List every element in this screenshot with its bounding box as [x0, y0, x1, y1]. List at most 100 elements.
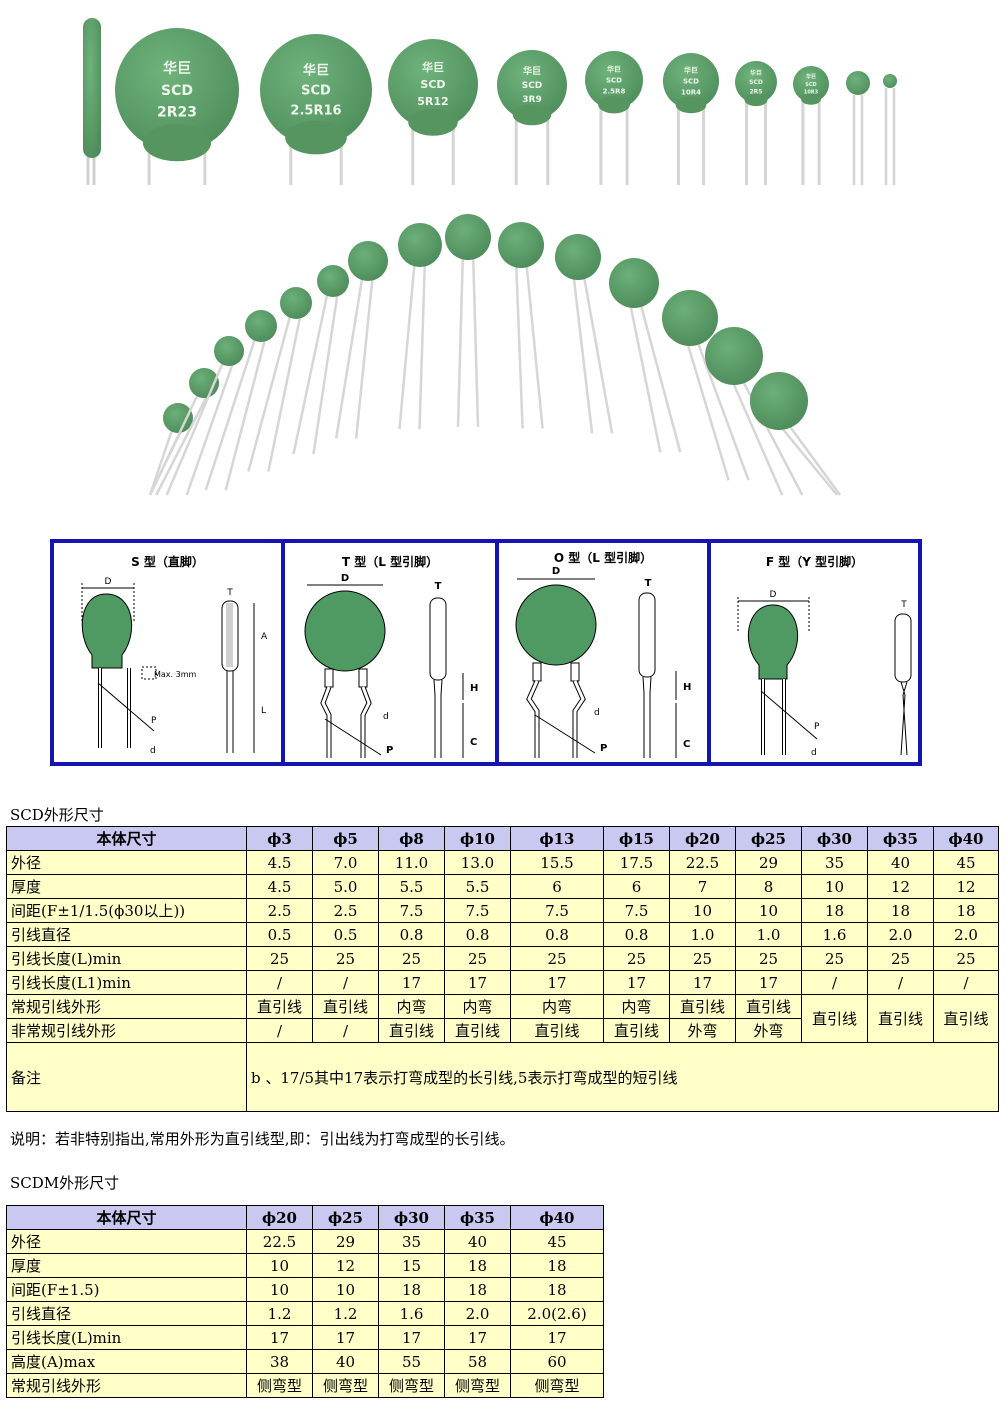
table-cell: 25: [444, 946, 511, 971]
table-cell: 直引线: [378, 1018, 445, 1043]
thermistor-marking: 华巨: [163, 60, 191, 77]
table-cell: 35: [801, 850, 868, 875]
thermistor-photo: [165, 336, 244, 496]
thermistor-marking: 2.5R8: [603, 87, 626, 95]
table-cell: 17: [669, 970, 736, 995]
thermistor-photo: [609, 258, 682, 453]
table-cell: 0.8: [378, 922, 445, 947]
header-cell: ϕ20: [669, 826, 736, 851]
table-cell: 17: [444, 970, 511, 995]
row-label: 外径: [6, 1229, 247, 1254]
table-cell: 10: [312, 1277, 379, 1302]
table-cell: 58: [444, 1349, 511, 1374]
table-cell: 侧弯型: [246, 1373, 313, 1398]
thermistor-photo: [204, 310, 277, 491]
table-cell: 7: [669, 874, 736, 899]
row-label: 非常规引线外形: [6, 1018, 247, 1043]
header-cell: 本体尺寸: [6, 826, 247, 851]
remark-text: b 、17/5其中17表示打弯成型的长引线,5表示打弯成型的短引线: [246, 1042, 999, 1112]
table-cell: 7.5: [378, 898, 445, 923]
thermistor-marking: SCD: [522, 81, 543, 91]
table-cell: 29: [735, 850, 802, 875]
table-cell: 10: [801, 874, 868, 899]
table-cell: 10: [669, 898, 736, 923]
thermistor-marking: 2.5R16: [290, 104, 341, 119]
label-P: P: [386, 745, 393, 756]
diagram-o-type: O 型（L 型引脚） D d P T H C: [499, 543, 707, 762]
thermistor-photo: [705, 327, 804, 496]
table-cell: 15.5: [510, 850, 604, 875]
table-cell: 15: [378, 1253, 445, 1278]
header-cell: ϕ25: [312, 1205, 379, 1230]
thermistor-marking: SCD: [606, 76, 622, 84]
row-label: 高度(A)max: [6, 1349, 247, 1374]
table-cell: 7.5: [510, 898, 604, 923]
table-cell: 11.0: [378, 850, 445, 875]
table-cell: /: [312, 970, 379, 995]
header-cell: ϕ3: [246, 826, 313, 851]
table-cell: /: [801, 970, 868, 995]
label-L: L: [261, 706, 266, 716]
header-cell: ϕ8: [378, 826, 445, 851]
table-cell: 2.0(2.6): [510, 1301, 604, 1326]
table-cell: 内弯: [444, 994, 511, 1019]
table-cell: 侧弯型: [312, 1373, 379, 1398]
label-D: D: [105, 577, 112, 587]
row-label: 引线直径: [6, 1301, 247, 1326]
scdm-section-title: SCDM外形尺寸: [10, 1174, 120, 1192]
table-cell: 10: [246, 1277, 313, 1302]
row-label: 常规引线外形: [6, 1373, 247, 1398]
thermistor-marking: 华巨: [523, 65, 541, 77]
table-cell: 2.0: [933, 922, 999, 947]
table-cell: 外弯: [669, 1018, 736, 1043]
label-d: d: [383, 712, 389, 722]
table-cell: 18: [867, 898, 934, 923]
header-cell: ϕ35: [867, 826, 934, 851]
table-cell: 直引线: [735, 994, 802, 1019]
table-cell: 17: [444, 1325, 511, 1350]
table-cell: 18: [801, 898, 868, 923]
table-cell: 内弯: [603, 994, 670, 1019]
diagram-title: F 型（Y 型引脚）: [765, 555, 864, 569]
label-d: d: [811, 748, 817, 758]
table-cell: 8: [735, 874, 802, 899]
header-cell: ϕ35: [444, 1205, 511, 1230]
table-row: 常规引线外形直引线直引线内弯内弯内弯内弯直引线直引线直引线直引线直引线: [6, 994, 999, 1043]
label-A: A: [261, 632, 268, 642]
thermistor-marking: SCD: [683, 77, 699, 85]
diagram-f-type: F 型（Y 型引脚） D P d T A L: [711, 543, 918, 762]
table-cell: 4.5: [246, 874, 313, 899]
label-P: P: [600, 743, 607, 754]
thermistor-photo: [292, 265, 349, 455]
table-cell: 0.8: [444, 922, 511, 947]
thermistor-marking: 10R4: [681, 88, 701, 96]
table-cell: 12: [933, 874, 999, 899]
thermistor-photo: [883, 74, 897, 185]
row-label: 引线长度(L1)min: [6, 970, 247, 995]
table-cell: 0.5: [312, 922, 379, 947]
row-label: 间距(F±1.5): [6, 1277, 247, 1302]
lead-type-diagrams: S 型（直脚） D Max. 3mm P d T A L T 型（L: [50, 539, 922, 766]
row-label: 间距(F±1/1.5(ϕ30以上)): [6, 898, 247, 923]
table-cell: 17: [735, 970, 802, 995]
table-cell: /: [933, 970, 999, 995]
header-cell: ϕ20: [246, 1205, 313, 1230]
table-cell: 25: [933, 946, 999, 971]
table-cell: 直引线: [669, 994, 736, 1019]
table-cell: 直引线: [510, 1018, 604, 1043]
table-cell: 29: [312, 1229, 379, 1254]
thermistor-marking: SCD: [420, 78, 445, 91]
label-T: T: [435, 581, 442, 592]
table-cell: /: [246, 1018, 313, 1043]
